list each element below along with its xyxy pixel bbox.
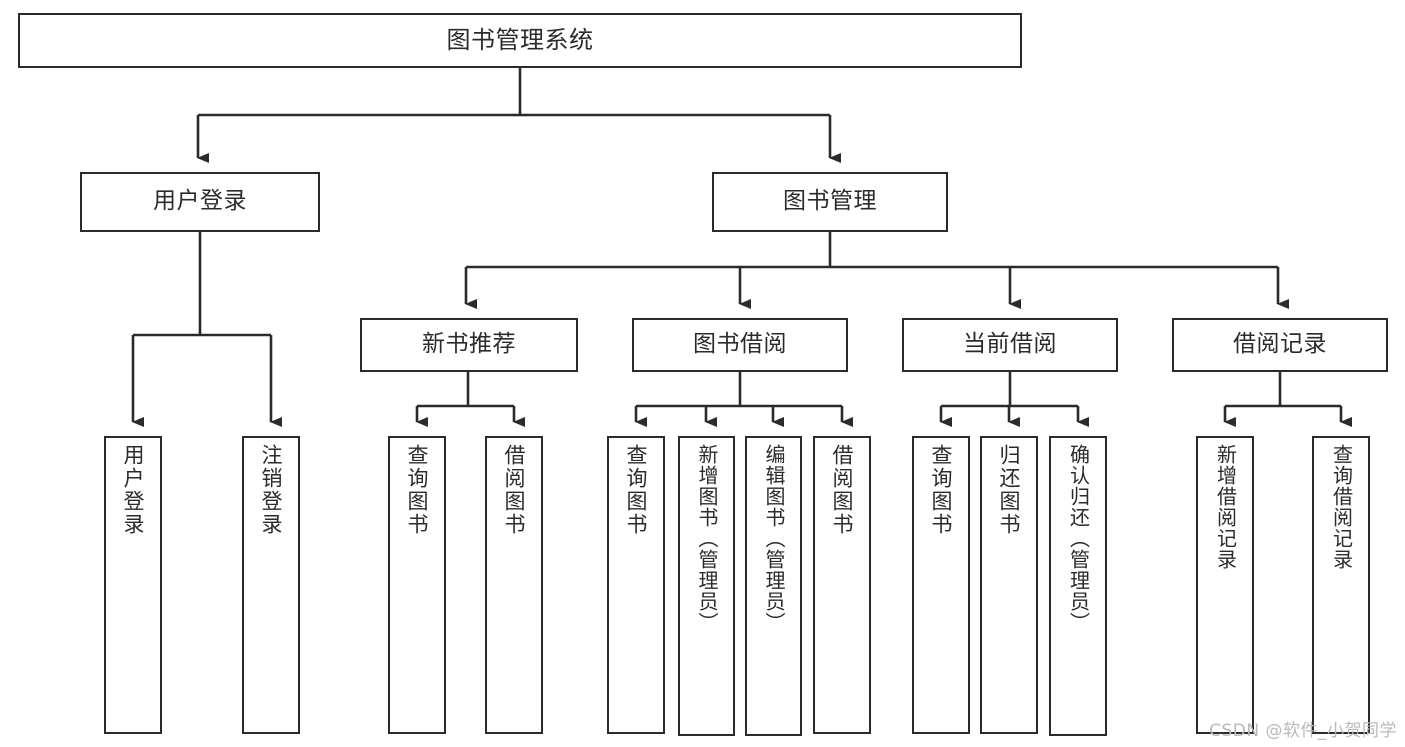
node-current-borrow-label: 当前借阅: [963, 331, 1057, 358]
node-book-management-label: 图书管理: [783, 188, 877, 215]
node-book-management[interactable]: 图书管理: [712, 172, 948, 232]
node-root-system-label: 图书管理系统: [446, 26, 594, 55]
node-new-book-recommend[interactable]: 新书推荐: [360, 318, 578, 372]
node-user-login[interactable]: 用户登录: [80, 172, 320, 232]
node-root-system[interactable]: 图书管理系统: [18, 13, 1022, 68]
leaf-new-book-query[interactable]: 查询图书: [388, 436, 446, 734]
leaf-book-borrow-add-label: 新增图书（管理员）: [695, 444, 719, 633]
leaf-current-borrow-query[interactable]: 查询图书: [912, 436, 970, 734]
node-book-borrow[interactable]: 图书借阅: [632, 318, 848, 372]
leaf-user-login-login-label: 用户登录: [121, 444, 146, 536]
leaf-user-login-login[interactable]: 用户登录: [104, 436, 162, 734]
node-new-book-recommend-label: 新书推荐: [422, 331, 516, 358]
node-book-borrow-label: 图书借阅: [693, 331, 787, 358]
leaf-current-borrow-confirm-return-label: 确认归还（管理员）: [1066, 444, 1091, 633]
leaf-new-book-borrow-label: 借阅图书: [502, 444, 527, 536]
leaf-book-borrow-edit[interactable]: 编辑图书（管理员）: [745, 436, 802, 736]
leaf-book-borrow-query-label: 查询图书: [624, 444, 649, 536]
leaf-new-book-query-label: 查询图书: [405, 444, 430, 536]
leaf-book-borrow-add[interactable]: 新增图书（管理员）: [678, 436, 735, 736]
leaf-book-borrow-borrow[interactable]: 借阅图书: [813, 436, 871, 734]
leaf-book-borrow-edit-label: 编辑图书（管理员）: [762, 444, 786, 633]
node-user-login-label: 用户登录: [153, 188, 247, 215]
leaf-current-borrow-return[interactable]: 归还图书: [980, 436, 1038, 734]
leaf-current-borrow-return-label: 归还图书: [997, 444, 1022, 536]
leaf-borrow-record-query[interactable]: 查询借阅记录: [1312, 436, 1370, 734]
leaf-book-borrow-query[interactable]: 查询图书: [607, 436, 665, 734]
node-borrow-record-label: 借阅记录: [1233, 331, 1327, 358]
leaf-borrow-record-add[interactable]: 新增借阅记录: [1196, 436, 1254, 734]
leaf-current-borrow-query-label: 查询图书: [929, 444, 954, 536]
leaf-book-borrow-borrow-label: 借阅图书: [830, 444, 855, 536]
leaf-borrow-record-add-label: 新增借阅记录: [1213, 444, 1238, 570]
leaf-borrow-record-query-label: 查询借阅记录: [1329, 444, 1354, 570]
node-current-borrow[interactable]: 当前借阅: [902, 318, 1118, 372]
leaf-current-borrow-confirm-return[interactable]: 确认归还（管理员）: [1049, 436, 1107, 736]
node-borrow-record[interactable]: 借阅记录: [1172, 318, 1388, 372]
leaf-new-book-borrow[interactable]: 借阅图书: [485, 436, 543, 734]
csdn-watermark: CSDN @软件_小贺同学: [1209, 721, 1397, 741]
leaf-user-login-logout-label: 注销登录: [259, 444, 284, 536]
leaf-user-login-logout[interactable]: 注销登录: [242, 436, 300, 734]
